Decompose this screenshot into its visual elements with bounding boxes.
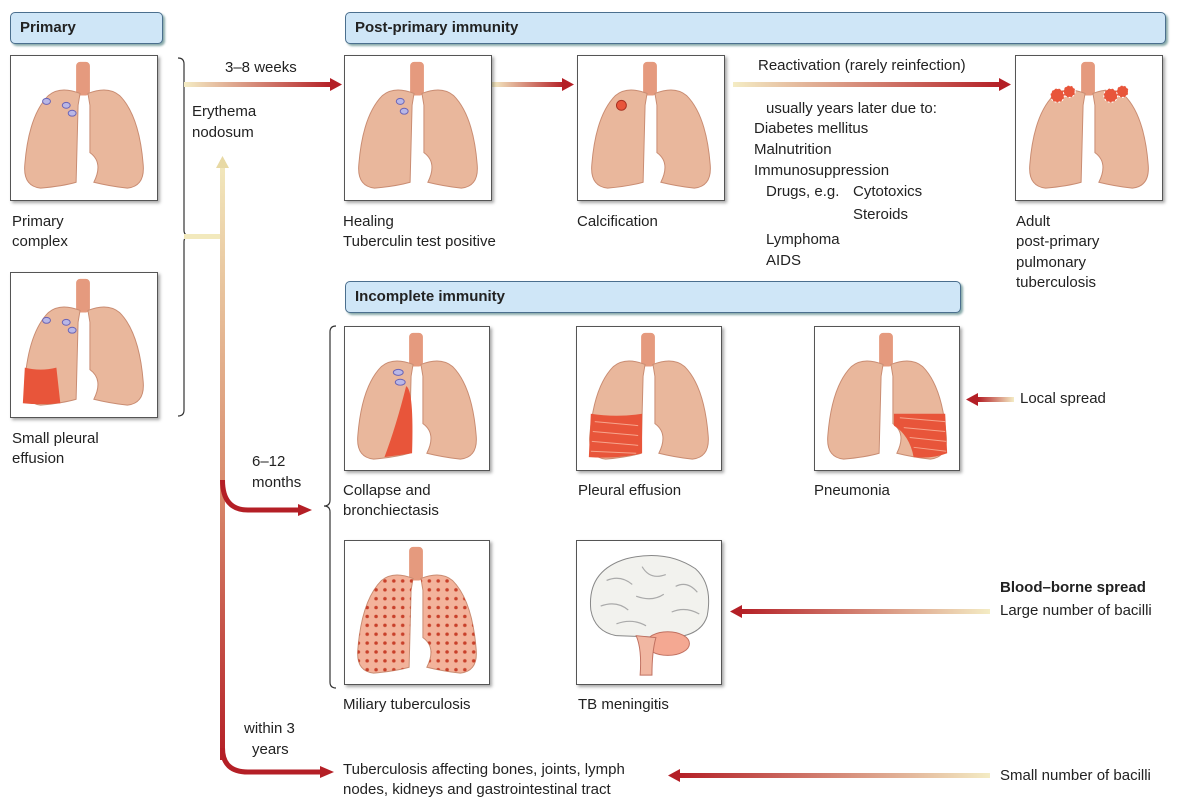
panel-pleural-effusion	[576, 326, 722, 471]
label-adult-4: tuberculosis	[1016, 273, 1096, 293]
label-lymphoma: Lymphoma	[766, 230, 840, 250]
header-incomplete-immunity: Incomplete immunity	[345, 281, 961, 313]
label-pneumonia: Pneumonia	[814, 481, 890, 501]
lungs-adult-post-primary-image	[1016, 56, 1162, 200]
panel-miliary-tuberculosis	[344, 540, 490, 685]
label-malnutrition: Malnutrition	[754, 140, 832, 160]
label-collapse-2: bronchiectasis	[343, 501, 439, 521]
label-reactivation: Reactivation (rarely reinfection)	[758, 56, 966, 76]
label-within-3: within 3	[244, 719, 295, 739]
label-adult-3: pulmonary	[1016, 253, 1086, 273]
panel-collapse-bronchiectasis	[344, 326, 490, 471]
arrow-local-spread	[978, 397, 1014, 402]
label-erythema-2: nodosum	[192, 123, 254, 143]
label-3-8-weeks: 3–8 weeks	[225, 58, 297, 78]
label-local-spread: Local spread	[1020, 389, 1106, 409]
lungs-collapse-image	[345, 327, 489, 470]
panel-primary-complex	[10, 55, 158, 201]
arrow-healing-to-calcification	[492, 82, 564, 87]
arrow-vertical-spine	[220, 160, 225, 760]
lungs-miliary-image	[345, 541, 489, 684]
arrow-calcification-to-adult	[733, 82, 1001, 87]
label-primary-complex-2: complex	[12, 232, 68, 252]
label-adult-2: post-primary	[1016, 232, 1099, 252]
label-due-to: usually years later due to:	[766, 99, 937, 119]
label-adult-1: Adult	[1016, 212, 1050, 232]
label-steroids: Steroids	[853, 205, 908, 225]
label-erythema-1: Erythema	[192, 102, 256, 122]
header-post-primary-immunity: Post-primary immunity	[345, 12, 1166, 44]
label-drugs: Drugs, e.g.	[766, 182, 839, 202]
label-diabetes: Diabetes mellitus	[754, 119, 868, 139]
label-large-bacilli: Large number of bacilli	[1000, 601, 1152, 621]
arrow-large-bacilli	[740, 609, 990, 614]
lungs-healing-image	[345, 56, 491, 200]
label-cytotoxics: Cytotoxics	[853, 182, 922, 202]
label-calcification: Calcification	[577, 212, 658, 232]
label-small-pleural-2: effusion	[12, 449, 64, 469]
panel-adult-post-primary	[1015, 55, 1163, 201]
panel-small-pleural-effusion	[10, 272, 158, 418]
panel-tb-meningitis	[576, 540, 722, 685]
lungs-pleural-effusion-image	[577, 327, 721, 470]
panel-pneumonia	[814, 326, 960, 471]
panel-healing	[344, 55, 492, 201]
label-years: years	[252, 740, 289, 760]
label-aids: AIDS	[766, 251, 801, 271]
label-months: months	[252, 473, 301, 493]
label-miliary: Miliary tuberculosis	[343, 695, 471, 715]
label-primary-complex-1: Primary	[12, 212, 64, 232]
arrow-primary-to-healing	[184, 82, 332, 87]
incomplete-bracket	[324, 326, 336, 688]
brain-meningitis-image	[577, 541, 721, 684]
label-collapse-1: Collapse and	[343, 481, 431, 501]
label-healing-2: Tuberculin test positive	[343, 232, 496, 252]
label-tb-meningitis: TB meningitis	[578, 695, 669, 715]
label-small-bacilli: Small number of bacilli	[1000, 766, 1151, 786]
panel-calcification	[577, 55, 725, 201]
label-blood-borne-spread: Blood–borne spread	[1000, 578, 1146, 598]
lungs-small-pleural-effusion-image	[11, 273, 157, 417]
label-healing-1: Healing	[343, 212, 394, 232]
lungs-primary-complex-image	[11, 56, 157, 200]
label-6-12: 6–12	[252, 452, 285, 472]
label-immunosuppression: Immunosuppression	[754, 161, 889, 181]
arrow-small-bacilli	[678, 773, 990, 778]
header-primary: Primary	[10, 12, 163, 44]
label-pleural-effusion: Pleural effusion	[578, 481, 681, 501]
label-small-pleural-1: Small pleural	[12, 429, 99, 449]
label-bones-1: Tuberculosis affecting bones, joints, ly…	[343, 760, 625, 780]
lungs-calcification-image	[578, 56, 724, 200]
label-bones-2: nodes, kidneys and gastrointestinal trac…	[343, 780, 611, 800]
lungs-pneumonia-image	[815, 327, 959, 470]
